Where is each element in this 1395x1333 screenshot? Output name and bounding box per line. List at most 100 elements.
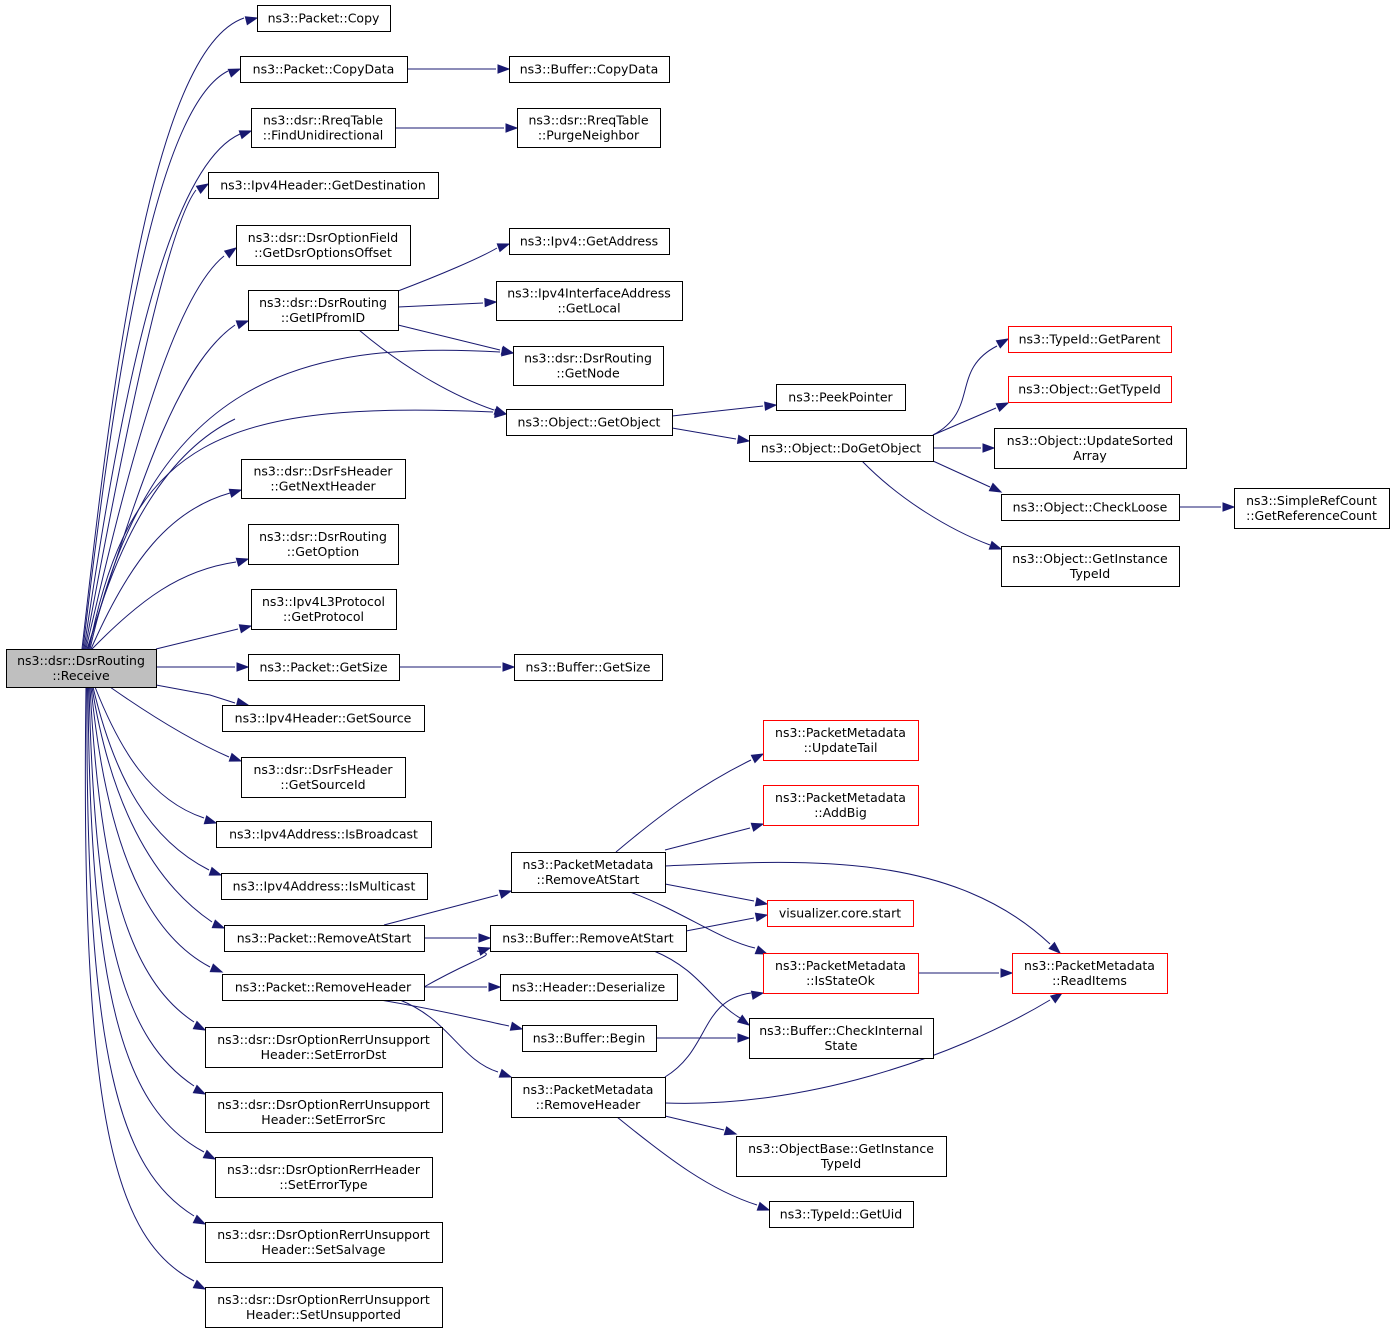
graph-node-packet-copy[interactable]: ns3::Packet::Copy <box>257 5 391 32</box>
graph-node-peekpointer[interactable]: ns3::PeekPointer <box>776 384 906 411</box>
node-label: Header::SetErrorDst <box>261 1047 387 1062</box>
graph-node-buffer-begin[interactable]: ns3::Buffer::Begin <box>522 1025 657 1052</box>
graph-node-object-getobject[interactable]: ns3::Object::GetObject <box>506 409 673 436</box>
call-edge <box>156 662 250 672</box>
graph-node-rreq-findunidir[interactable]: ns3::dsr::RreqTable::FindUnidirectional <box>251 108 396 148</box>
graph-node-routing-getoption[interactable]: ns3::dsr::DsrRouting::GetOption <box>248 524 399 565</box>
node-label: ns3::Packet::Copy <box>268 11 380 26</box>
graph-node-packet-removeatstart[interactable]: ns3::Packet::RemoveAtStart <box>224 925 425 952</box>
graph-node-rerrunsupport-setunsupported[interactable]: ns3::dsr::DsrOptionRerrUnsupportHeader::… <box>205 1287 443 1328</box>
graph-node-routing-getnode[interactable]: ns3::dsr::DsrRouting::GetNode <box>513 346 664 386</box>
node-label: ns3::Ipv4InterfaceAddress <box>507 286 671 301</box>
graph-node-packet-removeheader[interactable]: ns3::Packet::RemoveHeader <box>222 974 425 1001</box>
graph-node-rerrunsupport-seterrorsrc[interactable]: ns3::dsr::DsrOptionRerrUnsupportHeader::… <box>205 1092 443 1133</box>
node-label: ns3::dsr::DsrOptionField <box>248 230 398 245</box>
graph-node-rerrunsupport-setsalvage[interactable]: ns3::dsr::DsrOptionRerrUnsupportHeader::… <box>205 1222 443 1263</box>
node-label: ns3::dsr::RreqTable <box>263 113 383 128</box>
node-label: ns3::dsr::DsrOptionRerrUnsupport <box>217 1227 430 1242</box>
graph-node-ipv4header-getsource[interactable]: ns3::Ipv4Header::GetSource <box>222 705 425 732</box>
node-box <box>222 974 425 1001</box>
node-label: ::AddBig <box>814 805 867 820</box>
node-label: ::RemoveAtStart <box>537 872 640 887</box>
graph-node-fsheader-getsourceid[interactable]: ns3::dsr::DsrFsHeader::GetSourceId <box>241 757 406 798</box>
node-label: ns3::Packet::RemoveHeader <box>235 980 412 995</box>
call-edge-arrowhead <box>754 897 769 907</box>
call-edge-arrowhead <box>477 946 492 956</box>
node-label: ns3::PeekPointer <box>788 390 893 405</box>
graph-node-simplerefcount-getref[interactable]: ns3::SimpleRefCount::GetReferenceCount <box>1234 488 1390 529</box>
call-edge-line <box>86 324 236 650</box>
node-label: ns3::dsr::RreqTable <box>528 113 648 128</box>
graph-node-pm-updatetail[interactable]: ns3::PacketMetadata::UpdateTail <box>763 720 919 761</box>
graph-node-packet-copydata[interactable]: ns3::Packet::CopyData <box>240 56 408 83</box>
node-box <box>490 925 687 952</box>
node-box <box>248 524 399 565</box>
node-label: ::GetNode <box>556 366 620 381</box>
graph-node-receive[interactable]: ns3::dsr::DsrRouting::Receive <box>6 649 157 688</box>
graph-node-object-checkloose[interactable]: ns3::Object::CheckLoose <box>1001 494 1180 521</box>
graph-node-pm-readitems[interactable]: ns3::PacketMetadata::ReadItems <box>1012 953 1168 994</box>
node-label: ns3::dsr::DsrRouting <box>259 295 387 310</box>
call-edge-line <box>89 686 195 1023</box>
call-edge-line <box>109 686 230 758</box>
graph-node-routing-getipfromid[interactable]: ns3::dsr::DsrRouting::GetIPfromID <box>248 290 399 331</box>
graph-node-ipv4addr-ismulticast[interactable]: ns3::Ipv4Address::IsMulticast <box>221 873 428 900</box>
node-box <box>509 228 670 255</box>
graph-node-pm-addbig[interactable]: ns3::PacketMetadata::AddBig <box>763 785 919 826</box>
graph-node-optionfield-getoffset[interactable]: ns3::dsr::DsrOptionField::GetDsrOptionsO… <box>236 225 411 266</box>
call-edge <box>92 686 223 876</box>
graph-node-buffer-getsize[interactable]: ns3::Buffer::GetSize <box>514 654 663 681</box>
call-edge-line <box>397 324 501 351</box>
call-edge-arrowhead <box>1048 941 1062 954</box>
node-box <box>224 925 425 952</box>
node-label: ::PurgeNeighbor <box>538 128 640 143</box>
graph-node-ipv4header-getdest[interactable]: ns3::Ipv4Header::GetDestination <box>208 172 439 199</box>
graph-node-typeid-getuid[interactable]: ns3::TypeId::GetUid <box>769 1201 914 1228</box>
call-edge-line <box>91 561 237 650</box>
graph-node-rreq-purgeneighbor[interactable]: ns3::dsr::RreqTable::PurgeNeighbor <box>517 108 661 148</box>
graph-node-pm-removeheader[interactable]: ns3::PacketMetadata::RemoveHeader <box>511 1077 666 1118</box>
call-edge <box>424 933 492 943</box>
graph-node-rerrunsupport-seterrordst[interactable]: ns3::dsr::DsrOptionRerrUnsupportHeader::… <box>205 1027 443 1068</box>
call-edge-arrowhead <box>228 488 243 498</box>
graph-node-rerrheader-seterrortype[interactable]: ns3::dsr::DsrOptionRerrHeader::SetErrorT… <box>215 1157 433 1198</box>
node-label: ::IsStateOk <box>806 973 876 988</box>
call-edge-line <box>89 349 501 650</box>
call-edge <box>90 488 243 650</box>
call-edge-line <box>399 999 499 1073</box>
graph-node-typeid-getparent[interactable]: ns3::TypeId::GetParent <box>1008 326 1172 353</box>
graph-node-packet-getsize[interactable]: ns3::Packet::GetSize <box>248 654 400 681</box>
call-edge <box>94 686 218 825</box>
call-edge <box>933 443 996 453</box>
graph-node-ipv4addr-isbroadcast[interactable]: ns3::Ipv4Address::IsBroadcast <box>216 821 432 848</box>
graph-node-header-deserialize[interactable]: ns3::Header::Deserialize <box>500 974 678 1001</box>
call-edge <box>629 891 769 955</box>
node-label: ns3::Ipv4Header::GetDestination <box>220 178 426 193</box>
graph-node-ipv4-getaddress[interactable]: ns3::Ipv4::GetAddress <box>509 228 670 255</box>
node-label: State <box>824 1038 857 1053</box>
call-edge-line <box>932 407 997 436</box>
call-edge-arrowhead <box>238 130 253 140</box>
node-box <box>6 649 157 688</box>
graph-node-l3-getprotocol[interactable]: ns3::Ipv4L3Protocol::GetProtocol <box>251 589 397 630</box>
call-edge-line <box>91 686 213 923</box>
graph-node-pm-removeatstart[interactable]: ns3::PacketMetadata::RemoveAtStart <box>511 852 666 893</box>
node-box <box>500 974 678 1001</box>
graph-node-pm-isstateok[interactable]: ns3::PacketMetadata::IsStateOk <box>763 953 919 994</box>
graph-node-ifaddr-getlocal[interactable]: ns3::Ipv4InterfaceAddress::GetLocal <box>496 281 683 321</box>
node-label: ns3::Packet::RemoveAtStart <box>237 931 412 946</box>
graph-node-fsheader-getnext[interactable]: ns3::dsr::DsrFsHeader::GetNextHeader <box>241 459 406 499</box>
graph-node-visualizer-start[interactable]: visualizer.core.start <box>767 900 914 927</box>
call-edge-arrowhead <box>235 557 250 567</box>
graph-node-buffer-removeatstart[interactable]: ns3::Buffer::RemoveAtStart <box>490 925 687 952</box>
graph-node-object-gettypeid[interactable]: ns3::Object::GetTypeId <box>1008 376 1172 403</box>
node-box <box>251 589 397 630</box>
graph-node-object-dogetobject[interactable]: ns3::Object::DoGetObject <box>749 435 934 462</box>
graph-node-buffer-copydata[interactable]: ns3::Buffer::CopyData <box>509 56 670 83</box>
node-box <box>763 953 919 994</box>
node-label: ns3::PacketMetadata <box>1024 958 1155 973</box>
